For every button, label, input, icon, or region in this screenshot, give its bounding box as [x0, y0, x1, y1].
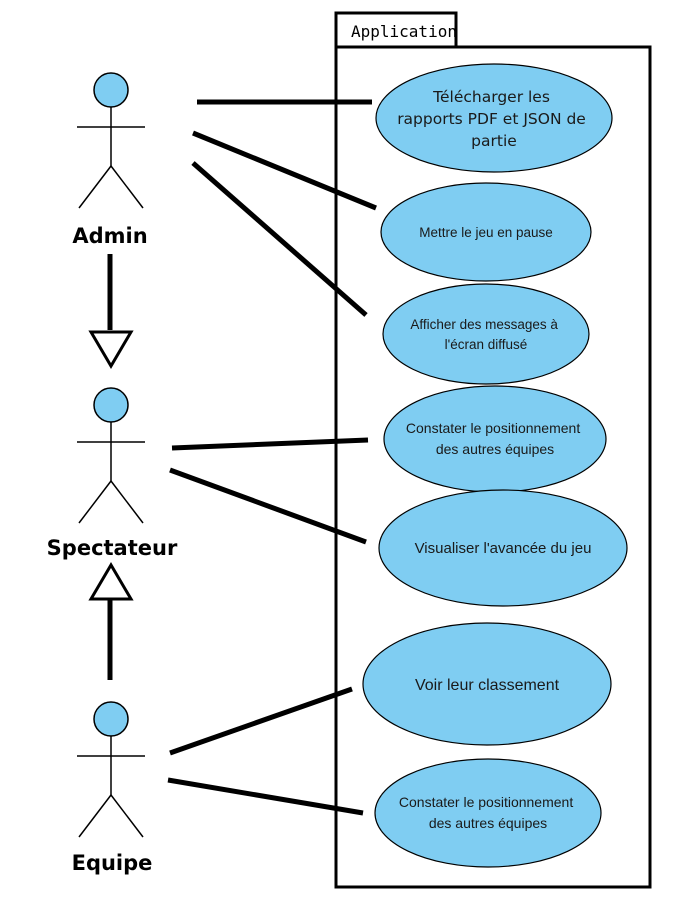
use-case-label-line: Constater le positionnement [399, 794, 573, 810]
use-case-ellipse [378, 489, 628, 607]
system-name: Application [351, 22, 457, 41]
use-case-uc3: Afficher des messages à l'écran diffusé [382, 283, 590, 385]
use-case-label-line: Afficher des messages à [410, 317, 558, 332]
use-case-label-line: rapports PDF et JSON de [397, 110, 586, 128]
association-spectateur-uc5 [169, 467, 367, 545]
actor-left-leg [78, 165, 112, 209]
use-case-label-line: Voir leur classement [415, 677, 560, 694]
actor-left-leg [78, 480, 112, 524]
use-case-uc6: Voir leur classement [362, 622, 612, 746]
actor-head [93, 701, 129, 737]
use-case-label-line: Télécharger les [432, 88, 550, 106]
actor-head [93, 387, 129, 423]
association-admin-uc3 [191, 161, 368, 317]
svg-text:Visualiser l'avancée du jeu: Visualiser l'avancée du jeu [415, 540, 592, 557]
actor-spectateur [77, 387, 145, 524]
use-case-ellipse [380, 182, 592, 282]
system-box [334, 45, 652, 889]
association-equipe-uc7 [167, 777, 364, 816]
use-case-ellipse [375, 63, 613, 173]
use-case-label-line: des autres équipes [436, 441, 554, 457]
svg-text:Télécharger les rapports: Télécharger les rapports PDF et JSON de … [397, 88, 591, 150]
use-case-uc2: Mettre le jeu en pause [380, 182, 592, 282]
use-case-ellipse [383, 385, 607, 493]
svg-text:Constater le positionnement: Constater le positionnement des autres é… [406, 420, 584, 457]
svg-text:Voir leur classement: Voir leur classement [415, 677, 560, 694]
use-case-label-line: partie [471, 132, 517, 150]
generalizations [88, 254, 134, 680]
association-admin-uc2 [192, 130, 377, 211]
use-case-label-line: Mettre le jeu en pause [419, 225, 553, 240]
actor-admin [77, 72, 145, 209]
actor-right-leg [110, 794, 144, 838]
use-case-label-line: Constater le positionnement [406, 420, 580, 436]
actor-right-leg [110, 165, 144, 209]
svg-text:Afficher des messages à: Afficher des messages à l'écran diffusé [410, 317, 561, 352]
use-case-ellipse [362, 622, 612, 746]
actor-spectateur-label: Spectateur [47, 536, 178, 560]
use-case-label-line: l'écran diffusé [445, 337, 528, 352]
actor-equipe-label: Equipe [72, 851, 153, 875]
system-boundary: Application [334, 11, 652, 889]
use-case-label-line: des autres équipes [429, 815, 547, 831]
association-equipe-uc6 [169, 686, 353, 756]
use-case-uc1: Télécharger les rapports PDF et JSON de … [375, 63, 613, 173]
actor-equipe [77, 701, 145, 838]
use-case-label-line: Visualiser l'avancée du jeu [415, 540, 592, 557]
svg-text:Constater le positionnement: Constater le positionnement des autres é… [399, 794, 577, 831]
use-case-ellipse [382, 283, 590, 385]
generalization-admin-arrowhead [88, 330, 134, 369]
actor-head [93, 72, 129, 108]
association-spectateur-uc4 [171, 437, 369, 451]
associations [167, 99, 377, 816]
svg-text:Mettre le jeu en pause: Mettre le jeu en pause [419, 225, 553, 240]
use-case-ellipse [374, 758, 602, 868]
actor-right-leg [110, 480, 144, 524]
use-case-uc7: Constater le positionnement des autres é… [374, 758, 602, 868]
use-case-uc5: Visualiser l'avancée du jeu [378, 489, 628, 607]
generalization-equipe-arrowhead [88, 562, 134, 601]
use-case-uc4: Constater le positionnement des autres é… [383, 385, 607, 493]
actor-left-leg [78, 794, 112, 838]
actor-admin-label: Admin [72, 224, 147, 248]
